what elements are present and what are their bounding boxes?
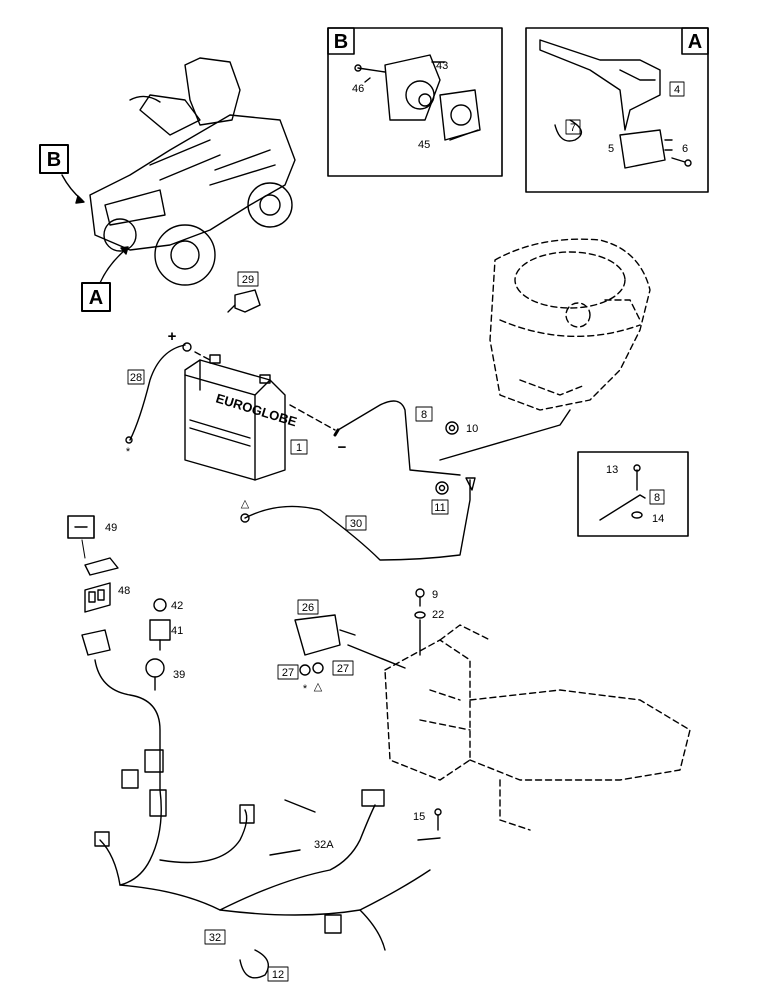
part-41 <box>149 619 171 651</box>
screw-9 <box>415 588 425 607</box>
label-9: 9 <box>432 589 438 601</box>
part-42 <box>153 598 167 612</box>
label-1: 1 <box>296 442 302 454</box>
inset-a <box>525 27 709 193</box>
label-4: 4 <box>674 84 680 96</box>
label-39: 39 <box>173 669 185 681</box>
label-28: 28 <box>130 372 142 384</box>
cable-tie-12 <box>239 949 269 979</box>
label-8: 8 <box>421 409 427 421</box>
label-11: 11 <box>434 502 445 514</box>
triangle-symbol-2: △ <box>314 681 323 693</box>
tractor-illustration <box>89 57 296 286</box>
label-6: 6 <box>682 143 688 155</box>
callout-a <box>81 246 129 312</box>
label-29: 29 <box>242 274 254 286</box>
callout-a-letter: A <box>89 287 103 309</box>
label-27a: 27 <box>282 667 294 679</box>
cable-28 <box>125 342 211 444</box>
label-12: 12 <box>272 969 284 981</box>
frame-outline <box>384 624 691 831</box>
label-boxes <box>127 81 685 982</box>
nut-11 <box>435 481 449 495</box>
minus-symbol: − <box>338 439 347 456</box>
label-32: 32 <box>209 932 221 944</box>
screw-6 <box>671 157 686 163</box>
label-41: 41 <box>171 625 183 637</box>
label-46: 46 <box>352 83 364 95</box>
label-15: 15 <box>413 811 425 823</box>
label-7: 7 <box>570 122 576 134</box>
callout-b-letter: B <box>47 149 61 171</box>
label-10: 10 <box>466 423 478 435</box>
label-22: 22 <box>432 609 444 621</box>
connector-top <box>81 629 111 656</box>
screw-46 <box>357 67 386 73</box>
label-42: 42 <box>171 600 183 612</box>
gasket-45 <box>439 89 481 141</box>
washer-22 <box>414 611 426 656</box>
label-32a: 32A <box>314 839 334 851</box>
label-5: 5 <box>608 143 614 155</box>
battery <box>184 354 286 481</box>
part-29 <box>227 289 261 313</box>
inset-a-letter: A <box>688 31 702 53</box>
cable-8 <box>289 400 571 476</box>
nut-27-right <box>312 662 324 674</box>
harness-32 <box>94 659 431 951</box>
battery-brand: EUROGLOBE <box>214 391 299 430</box>
switch-5 <box>619 129 666 169</box>
switch-48 <box>84 557 119 613</box>
label-13: 13 <box>606 464 618 476</box>
callout-b <box>39 144 85 204</box>
plus-symbol: + <box>168 328 177 345</box>
nut-10 <box>445 421 459 435</box>
inset-ground <box>577 451 689 537</box>
star-symbol-2: * <box>303 683 308 695</box>
label-14: 14 <box>652 513 664 525</box>
inset-b <box>327 27 503 177</box>
cable-30 <box>240 477 476 561</box>
screw-15 <box>417 808 442 841</box>
label-26: 26 <box>302 602 314 614</box>
label-27b: 27 <box>337 663 349 675</box>
nut-27-left <box>299 664 311 676</box>
label-48: 48 <box>118 585 130 597</box>
switch-49 <box>67 515 95 539</box>
label-49: 49 <box>105 522 117 534</box>
label-43: 43 <box>436 60 448 72</box>
triangle-symbol-1: △ <box>241 498 250 510</box>
text-layer: B A B A EUROGLOBE + − * * △ △ 1 4 5 6 7 … <box>47 31 702 981</box>
star-symbol-1: * <box>126 446 131 458</box>
engine-outline <box>489 238 651 411</box>
bracket-4 <box>539 39 661 131</box>
label-45: 45 <box>418 139 430 151</box>
cable-tie-7 <box>554 119 583 142</box>
part-39 <box>145 658 165 691</box>
inset-b-letter: B <box>334 31 348 53</box>
label-30: 30 <box>350 518 362 530</box>
label-8b: 8 <box>654 492 660 504</box>
part-26 <box>294 614 406 669</box>
